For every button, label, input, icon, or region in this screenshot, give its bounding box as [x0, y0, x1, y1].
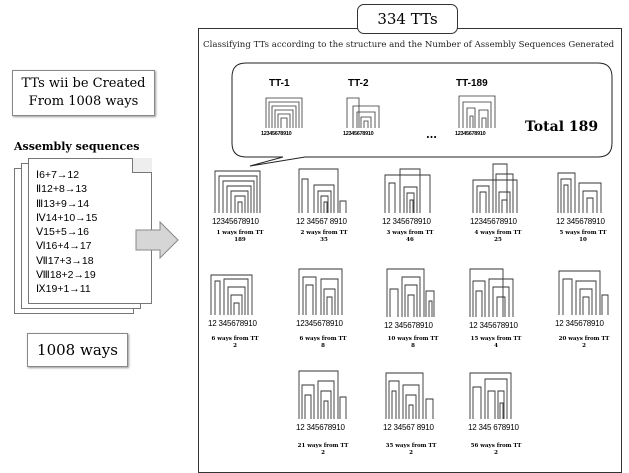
tt-group-numbers: 12 345 678910 [468, 423, 519, 432]
tt-example-numbers: 12345678910 [455, 131, 486, 137]
tt-group-tree [210, 274, 253, 315]
created-note-line1: TTs wii be Created [21, 76, 146, 91]
tt-group-numbers: 12345678910 [212, 217, 259, 226]
page-fold-corner [132, 158, 152, 173]
caption-ways: 2 ways from TT [300, 230, 348, 236]
tt-group-numbers: 12 345678910 [382, 217, 431, 226]
sequence-item: Ⅶ17+3→18 [36, 254, 94, 267]
assembly-sequences-title: Assembly sequences [14, 140, 140, 153]
tt-example-tree [458, 95, 496, 128]
caption-count: 189 [234, 237, 246, 243]
tt-example-tree [346, 97, 380, 128]
caption-count: 2 [233, 343, 237, 349]
tt-example-numbers: 12345678910 [343, 131, 374, 137]
tt-group-caption: 1 ways from TT 189 [210, 230, 270, 244]
created-note-box: TTs wii be Created From 1008 ways [12, 70, 155, 116]
caption-count: 35 [320, 237, 328, 243]
tt-group-numbers: 12 345678910 [556, 217, 605, 226]
tt-example-label: TT-2 [348, 78, 369, 89]
sequence-item: Ⅰ6+7→12 [36, 169, 80, 181]
right-arrow-icon [135, 220, 179, 260]
tt-group-tree [557, 172, 602, 213]
sequence-item: Ⅸ19+1→11 [36, 283, 91, 296]
caption-ways: 1 ways from TT [216, 230, 264, 236]
tt-group-caption: 4 ways from TT 25 [468, 230, 528, 244]
tt-group-caption: 21 ways from TT 2 [292, 443, 354, 457]
tt-group-caption: 35 ways from TT 2 [380, 443, 442, 457]
caption-count: 8 [411, 343, 415, 349]
tt-group-caption: 2 ways from TT 35 [294, 230, 354, 244]
tt-example-label: TT-189 [456, 78, 488, 89]
tt-group-tree [214, 170, 261, 213]
sequence-item: Ⅲ13+9→14 [36, 197, 90, 210]
caption-ways: 15 ways from TT [470, 336, 522, 342]
tt-group-tree [558, 270, 609, 315]
caption-count: 2 [494, 450, 498, 456]
tt-group-numbers: 12345678910 [296, 319, 343, 328]
caption-ways: 4 ways from TT [474, 230, 522, 236]
caption-count: 8 [321, 343, 325, 349]
tt-group-numbers: 12 345678910 [208, 319, 257, 328]
tt-group-numbers: 12 34567 8910 [383, 423, 434, 432]
sequence-item: Ⅴ15+5→16 [36, 226, 90, 239]
tt-group-numbers: 12 345678910 [555, 319, 604, 328]
caption-ways: 35 ways from TT [385, 443, 437, 449]
tt-group-tree [469, 268, 514, 317]
tt-group-tree [298, 370, 347, 419]
caption-ways: 3 ways from TT [386, 230, 434, 236]
document-page-front [28, 158, 152, 304]
tt-group-caption: 6 ways from TT 8 [292, 336, 354, 350]
tt-example-numbers: 12345678910 [261, 131, 292, 137]
caption-count: 2 [409, 450, 413, 456]
caption-ways: 56 ways from TT [470, 443, 522, 449]
tt-group-tree [385, 372, 434, 419]
classification-subtitle: Classifying TTs according to the structu… [203, 40, 615, 50]
caption-ways: 6 ways from TT [211, 336, 259, 342]
tt-group-caption: 3 ways from TT 46 [380, 230, 440, 244]
tt-group-tree [472, 163, 518, 213]
tt-group-numbers: 12 34567 8910 [296, 217, 347, 226]
created-note-line2: From 1008 ways [28, 94, 139, 109]
caption-count: 2 [582, 343, 586, 349]
caption-ways: 10 ways from TT [387, 336, 439, 342]
tt-group-numbers: 12 345678910 [296, 423, 345, 432]
tt-group-numbers: 12 345678910 [384, 321, 433, 330]
tt-group-caption: 10 ways from TT 8 [382, 336, 444, 350]
sequence-item: Ⅵ16+4→17 [36, 240, 92, 253]
assembly-sequence-list: Ⅰ6+7→12 Ⅱ12+8→13 Ⅲ13+9→14 Ⅳ14+10→15 Ⅴ15+… [36, 168, 97, 297]
ways-count-box: 1008 ways [27, 333, 128, 367]
ellipsis: … [426, 128, 437, 141]
caption-ways: 5 ways from TT [559, 230, 607, 236]
tt-group-tree [298, 168, 347, 213]
caption-count: 2 [321, 450, 325, 456]
total-count: Total 189 [525, 119, 599, 135]
caption-ways: 20 ways from TT [558, 336, 610, 342]
caption-count: 46 [406, 237, 414, 243]
sequence-item: Ⅳ14+10→15 [36, 211, 98, 224]
tt-example-tree [265, 97, 303, 128]
tt-group-numbers: 12 345678910 [469, 321, 518, 330]
tt-group-tree [298, 268, 343, 315]
caption-count: 25 [494, 237, 502, 243]
tt-group-caption: 56 ways from TT 2 [465, 443, 527, 457]
caption-ways: 6 ways from TT [299, 336, 347, 342]
caption-count: 4 [494, 343, 498, 349]
sequence-item: Ⅷ18+2→19 [36, 269, 96, 282]
tt-group-numbers: 12345678910 [470, 217, 517, 226]
caption-ways: 21 ways from TT [297, 443, 349, 449]
tt-group-caption: 15 ways from TT 4 [465, 336, 527, 350]
tt-group-tree [469, 372, 512, 419]
tt-example-label: TT-1 [269, 78, 290, 89]
tt-count-title: 334 TTs [357, 4, 458, 34]
tt-group-tree [384, 168, 431, 213]
sequence-item: Ⅱ12+8→13 [36, 183, 87, 196]
tt-group-caption: 6 ways from TT 2 [208, 336, 262, 350]
tt-group-caption: 20 ways from TT 2 [552, 336, 616, 350]
caption-count: 10 [579, 237, 587, 243]
tt-group-tree [386, 268, 435, 317]
tt-group-caption: 5 ways from TT 10 [550, 230, 616, 244]
